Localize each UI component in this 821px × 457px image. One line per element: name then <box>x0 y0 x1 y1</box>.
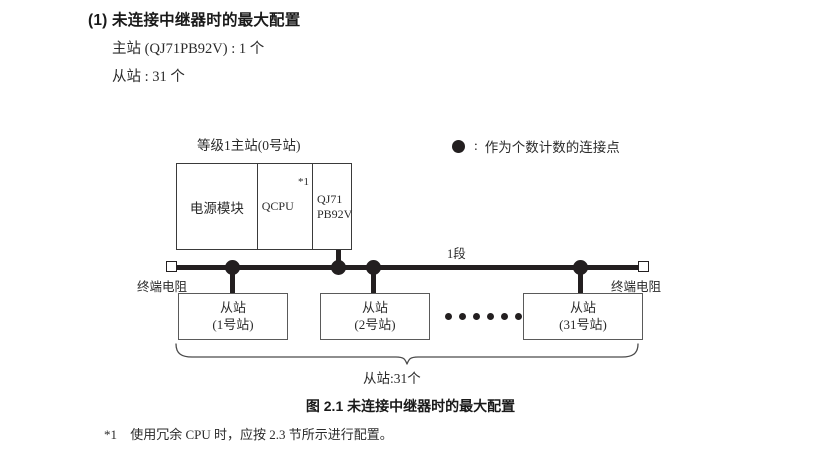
terminal-resistor-label-left: 终端电阻 <box>137 280 188 294</box>
terminal-resistor-label-right: 终端电阻 <box>611 280 662 294</box>
heading-block: (1) 未连接中继器时的最大配置 主站 (QJ71PB92V) : 1 个 从站… <box>88 8 708 86</box>
ellipsis-dot <box>501 313 508 320</box>
brace-icon <box>175 343 639 365</box>
legend-label: 作为个数计数的连接点 <box>484 140 620 155</box>
footnote-marker: *1 <box>104 427 117 442</box>
drop-line-slave1 <box>230 266 235 294</box>
slave-station-title-2: 从站 <box>361 299 388 315</box>
ellipsis-dot <box>473 313 480 320</box>
master-rack: 电源模块 QCPU *1 QJ71 PB92V <box>176 163 352 250</box>
spec-line-master: 主站 (QJ71PB92V) : 1 个 <box>112 41 265 57</box>
rack-cell-master-module: QJ71 PB92V <box>313 164 353 249</box>
slave-ellipsis-icon <box>445 313 522 320</box>
ellipsis-dot <box>459 313 466 320</box>
slave-station-title-31: 从站 <box>569 299 596 315</box>
slave-station-number-31: (31号站) <box>559 316 607 332</box>
filled-circle-icon <box>452 139 465 153</box>
rack-cell-power-module-label: 电源模块 <box>189 200 244 216</box>
ellipsis-dot <box>515 313 522 320</box>
legend-separator: : <box>474 138 478 154</box>
slave-station-number-2: (2号站) <box>354 316 396 332</box>
rack-cell-cpu-label: QCPU <box>261 199 294 213</box>
footnote: *1 使用冗余 CPU 时，应按 2.3 节所示进行配置。 <box>104 424 393 443</box>
bus-line <box>172 264 644 270</box>
slave-count-label: 从站:31个 <box>363 371 421 386</box>
drop-line-slave31 <box>578 266 583 294</box>
legend: : 作为个数计数的连接点 <box>452 136 620 156</box>
connection-point-master <box>331 259 346 275</box>
master-rack-caption: 等级1主站(0号站) <box>197 138 301 153</box>
slave-station-box-1: 从站 (1号站) <box>178 293 288 340</box>
bus-segment-label: 1段 <box>447 247 466 261</box>
page-title: (1) 未连接中继器时的最大配置 <box>88 12 301 29</box>
drop-line-slave2 <box>371 266 376 294</box>
rack-cell-cpu-footnote-marker: *1 <box>298 176 309 188</box>
rack-cell-power-module: 电源模块 <box>177 164 258 249</box>
spec-line-slave: 从站 : 31 个 <box>112 69 185 85</box>
rack-cell-master-module-label: QJ71 PB92V <box>317 192 353 221</box>
rack-cell-cpu: QCPU *1 <box>258 164 313 249</box>
slave-station-number-1: (1号站) <box>212 316 254 332</box>
slave-station-box-2: 从站 (2号站) <box>320 293 430 340</box>
slave-station-title-1: 从站 <box>219 299 246 315</box>
slave-station-box-31: 从站 (31号站) <box>523 293 643 340</box>
figure-caption: 图 2.1 未连接中继器时的最大配置 <box>305 398 516 414</box>
ellipsis-dot <box>445 313 452 320</box>
footnote-text: 使用冗余 CPU 时，应按 2.3 节所示进行配置。 <box>130 427 393 442</box>
slave-count-brace <box>174 343 640 370</box>
terminal-resistor-icon-left <box>166 261 177 272</box>
ellipsis-dot <box>487 313 494 320</box>
terminal-resistor-icon-right <box>638 261 649 272</box>
drop-line-master <box>336 250 341 267</box>
